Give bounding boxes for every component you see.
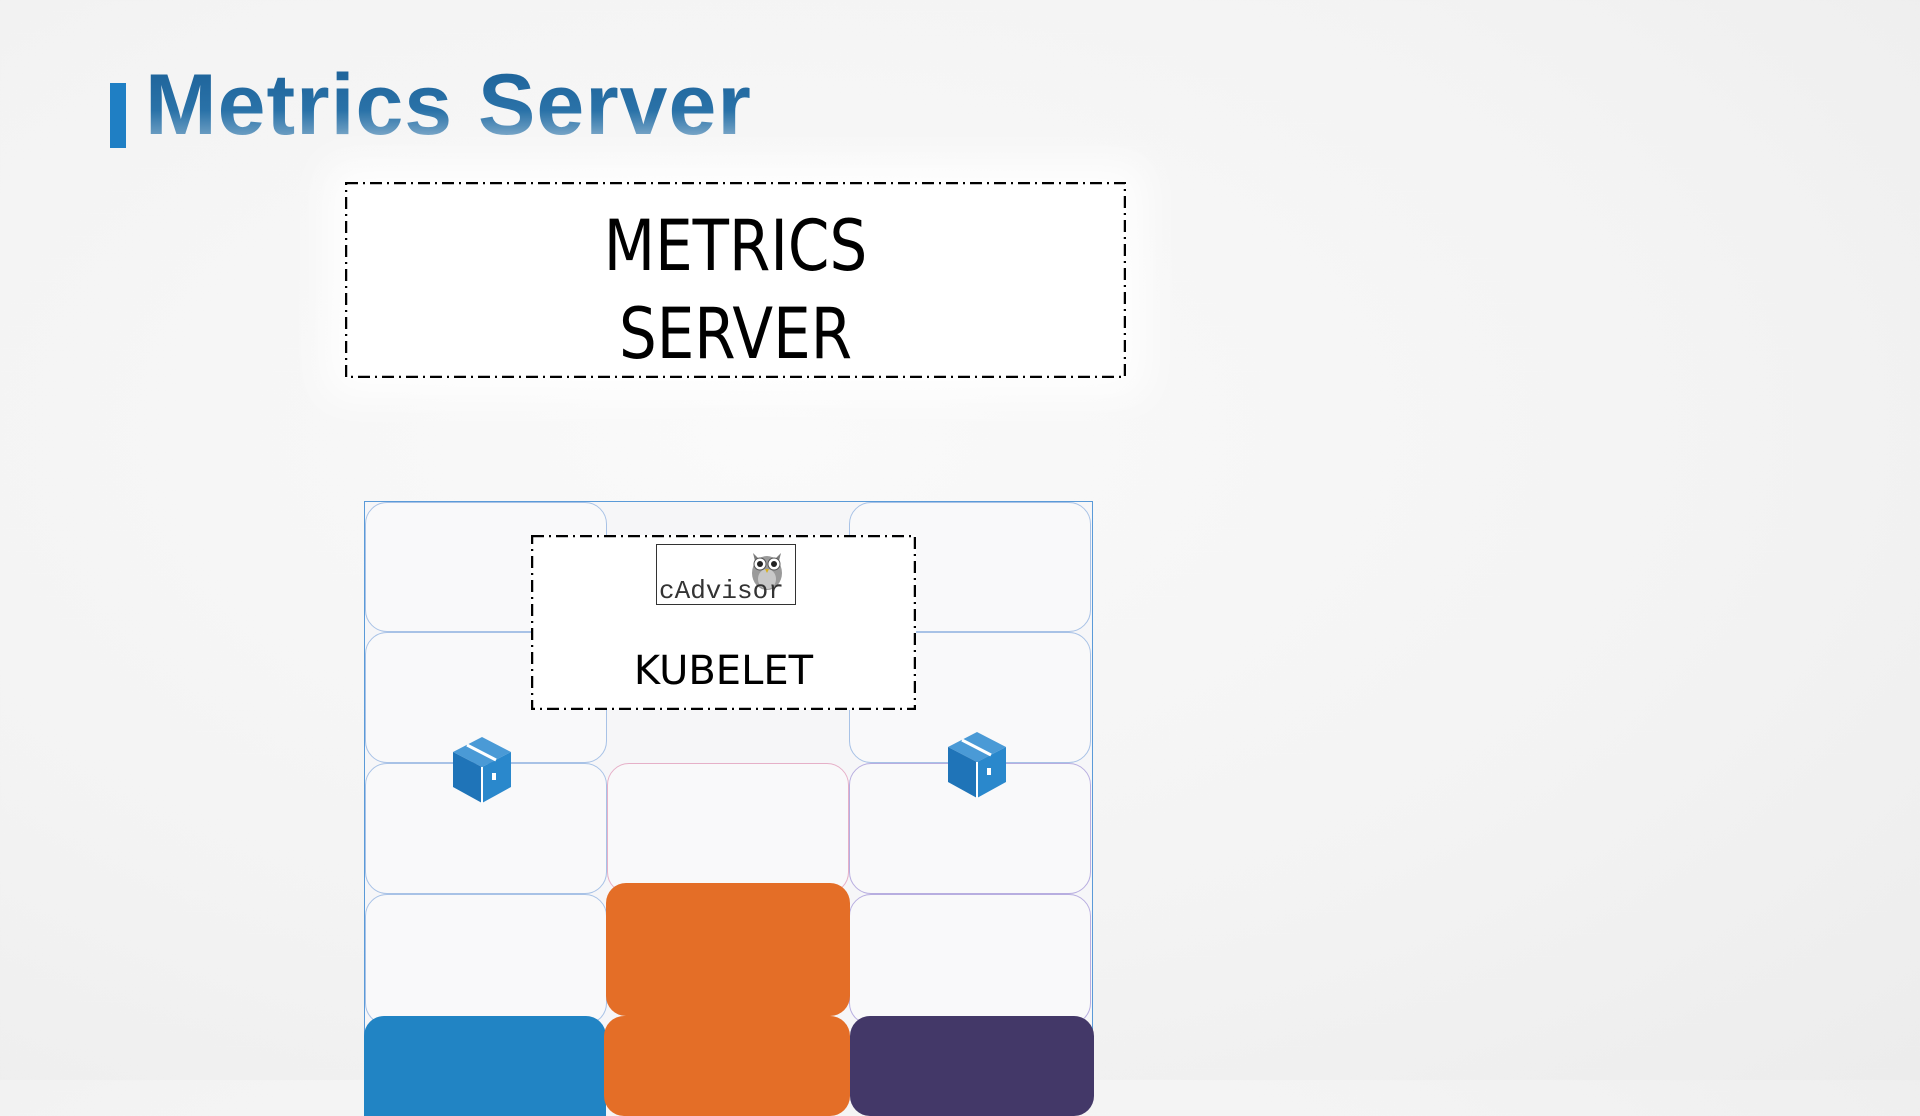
orange-block-bottom xyxy=(604,1016,850,1116)
pod-cube-icon xyxy=(453,737,511,803)
pod-cube-icon xyxy=(948,732,1006,798)
blue-block xyxy=(364,1016,606,1116)
metrics-server-box: METRICS SERVER xyxy=(345,182,1126,378)
metrics-server-label: METRICS SERVER xyxy=(404,202,1068,378)
cadvisor-text: cAdvisor xyxy=(659,576,784,606)
kubelet-label: KUBELET xyxy=(633,648,814,694)
purple-block xyxy=(850,1016,1094,1116)
grid-cell xyxy=(607,763,849,894)
page-title: Metrics Server xyxy=(145,57,752,153)
owl-icon xyxy=(752,553,782,590)
orange-block xyxy=(606,883,850,1016)
dashed-border xyxy=(345,182,1126,378)
metrics-server-line1: METRICS xyxy=(603,205,868,287)
title-accent-bar xyxy=(110,83,126,148)
cadvisor-logo: cAdvisor xyxy=(656,544,796,606)
dashed-border xyxy=(531,535,916,710)
grid-cell xyxy=(365,894,607,1025)
grid-cell xyxy=(849,894,1091,1025)
metrics-server-line2: SERVER xyxy=(618,293,853,375)
